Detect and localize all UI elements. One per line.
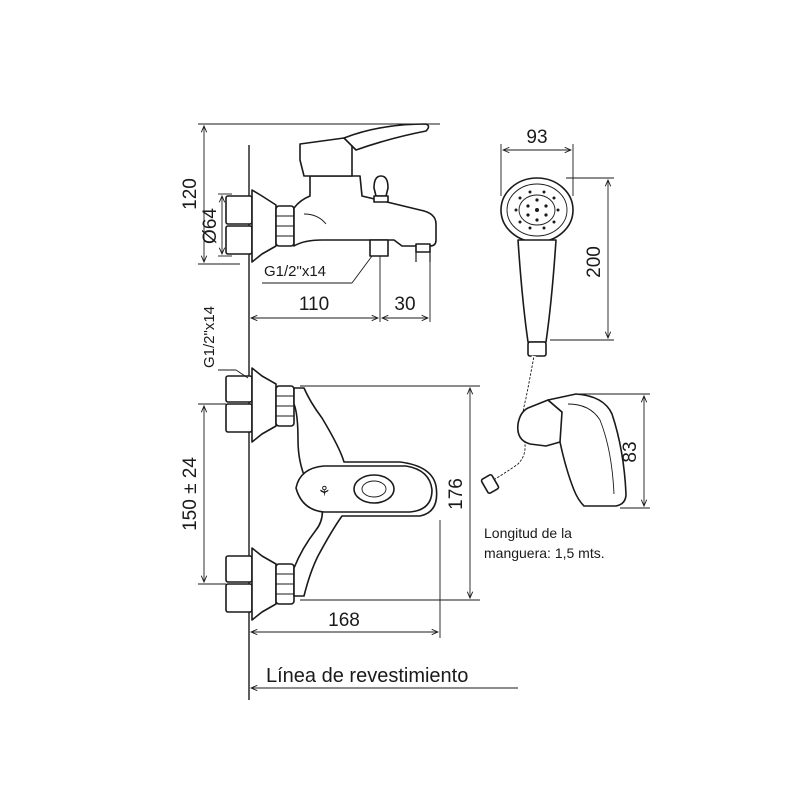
dimension-shower-length: 200 [550, 177, 614, 341]
dim-176-label: 176 [446, 478, 467, 510]
dim-200-label: 200 [584, 246, 605, 278]
top-thread-label: G1/2"x14 [264, 263, 326, 280]
dim-o64-label: Ø64 [200, 208, 221, 244]
dimension-shower-diameter: 93 [500, 127, 574, 196]
dimension-front-height: 176 [300, 385, 480, 601]
dimension-side-thread: G1/2"x14 [201, 306, 249, 379]
hose-note-line2: manguera: 1,5 mts. [484, 545, 605, 561]
dimension-inlet-diameter: Ø64 [200, 193, 232, 257]
dim-110-label: 110 [299, 294, 329, 315]
dimension-front-width: 168 [251, 520, 441, 638]
dim-120-label: 120 [180, 178, 201, 210]
dim-93-label: 93 [526, 127, 547, 148]
dimension-top-height: 120 [180, 123, 440, 265]
dim-168-label: 168 [328, 610, 360, 631]
wall-line-label: Línea de revestimiento [266, 665, 468, 687]
dimension-top-thread: G1/2"x14 [262, 255, 373, 284]
side-thread-label: G1/2"x14 [201, 306, 218, 368]
dimension-top-width: 110 30 [251, 256, 431, 322]
hose-length-note: Longitud de la manguera: 1,5 mts. [484, 525, 605, 561]
svg-text:⚘: ⚘ [318, 483, 331, 499]
faucet-front-view: ⚘ [225, 367, 438, 621]
dimension-holder-height: 83 [578, 393, 650, 509]
dim-83-label: 83 [620, 441, 641, 462]
dim-30-label: 30 [394, 294, 415, 315]
hose-note-line1: Longitud de la [484, 525, 572, 541]
hand-shower [480, 177, 574, 494]
dim-150-label: 150 ± 24 [180, 457, 201, 531]
shower-nozzles [514, 190, 560, 230]
wall-line-callout: Línea de revestimiento [251, 665, 518, 688]
shower-holder [516, 393, 627, 507]
faucet-side-view [225, 123, 437, 263]
dimension-centers: 150 ± 24 [180, 403, 226, 585]
